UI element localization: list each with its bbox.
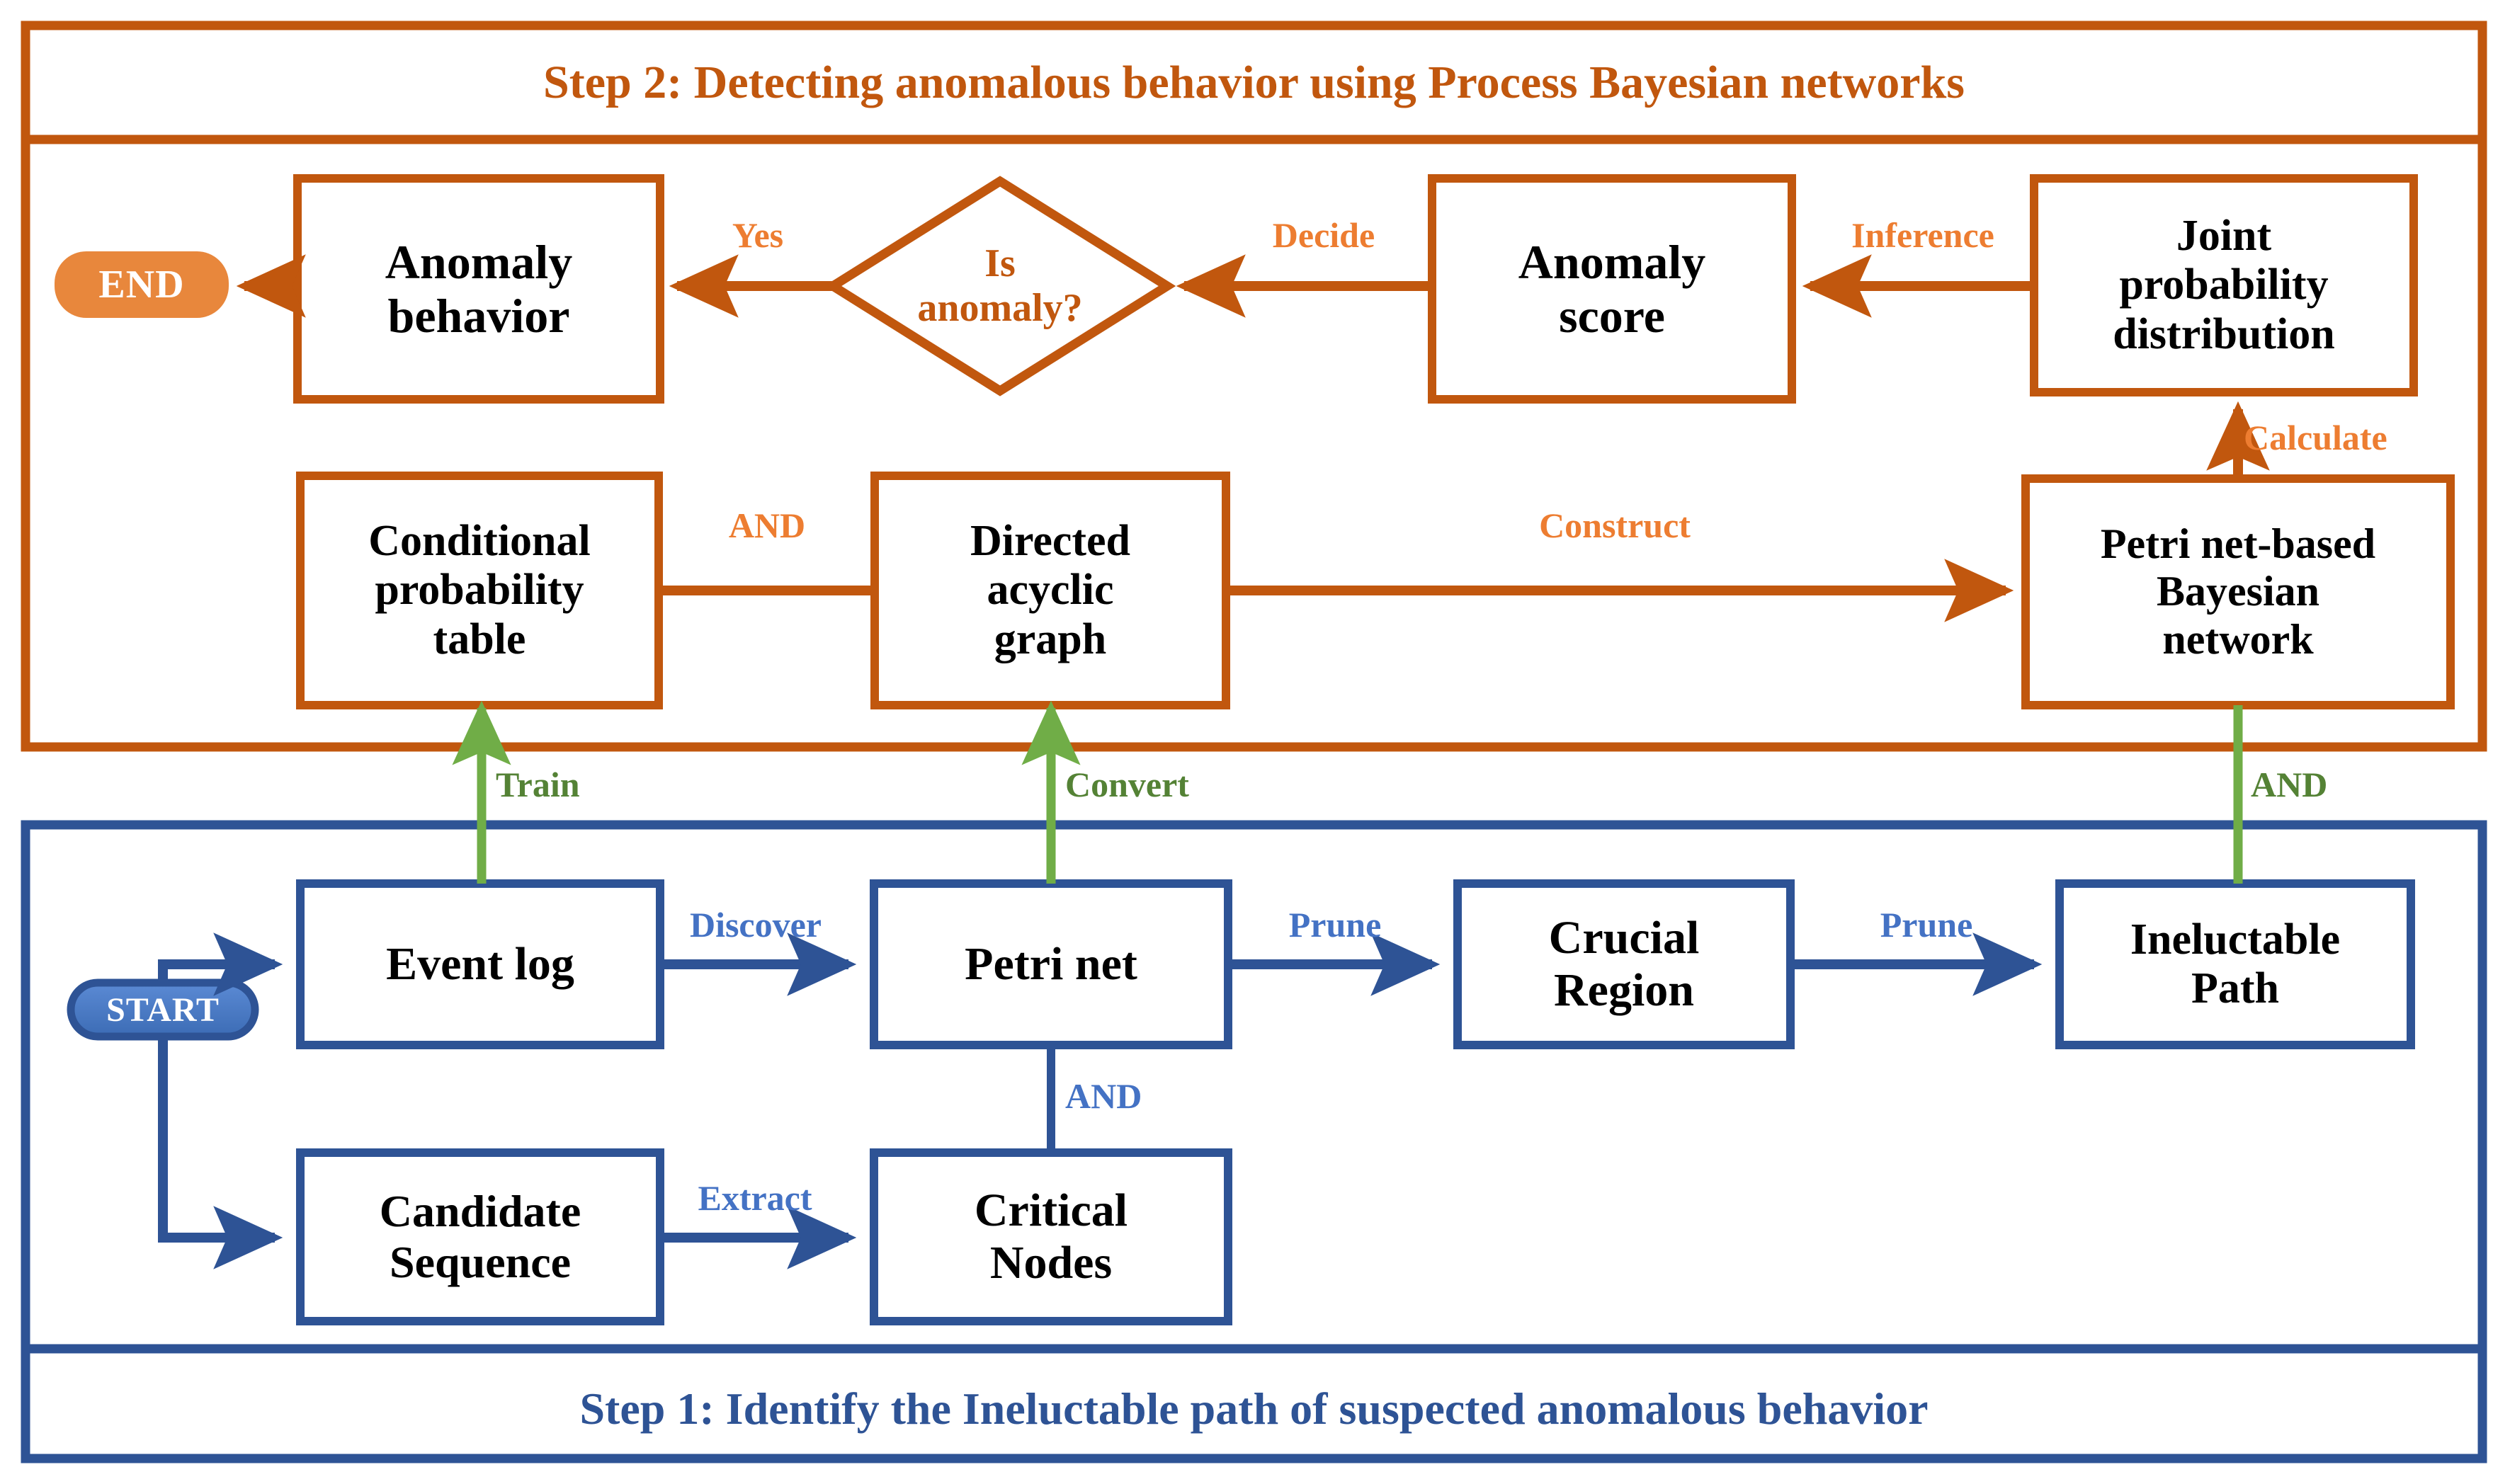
node-is-anomaly-diamond [824, 176, 1176, 396]
edge-label-and-cross: AND [2251, 765, 2328, 804]
node-joint-probability-distribution [2030, 174, 2418, 396]
edge-label-and-cpt-dag: AND [728, 506, 806, 545]
edge-label-construct: Construct [1539, 506, 1691, 545]
node-crucial-region-label: Crucial Region [1548, 912, 1700, 1016]
node-event-log-label: Event log [386, 938, 574, 991]
node-petri-net-bayesian-network-label: Petri net-based Bayesian network [2100, 520, 2376, 663]
step1-title: Step 1: Identify the Ineluctable path of… [579, 1383, 1929, 1434]
node-is-anomaly-label: Is anomaly? [917, 241, 1083, 330]
step1-container [21, 820, 2487, 1463]
node-candidate-sequence-label: Candidate Sequence [379, 1186, 581, 1287]
edge-label-extract: Extract [698, 1178, 812, 1218]
node-conditional-probability-table-label: Conditional probability table [368, 516, 591, 663]
edge-label-and-petrinet: AND [1065, 1076, 1142, 1116]
node-crucial-region [1453, 879, 1795, 1049]
edge-label-discover: Discover [689, 905, 822, 944]
edge-start-split-top [158, 932, 283, 996]
edge-label-inference: Inference [1851, 215, 1994, 255]
edge-start-split-bottom [158, 1037, 283, 1269]
node-ineluctable-path-label: Ineluctable Path [2130, 915, 2341, 1012]
edge-label-calculate: Calculate [2244, 418, 2387, 457]
node-critical-nodes [870, 1148, 1232, 1325]
terminal-start-label: START [106, 991, 220, 1029]
terminal-end-label: END [98, 263, 185, 307]
node-anomaly-score-label: Anomaly score [1518, 234, 1706, 343]
node-critical-nodes-label: Critical Nodes [974, 1185, 1128, 1289]
edge-label-yes: Yes [732, 215, 784, 255]
node-joint-probability-distribution-label: Joint probability distribution [2113, 211, 2335, 358]
node-directed-acyclic-graph-label: Directed acyclic graph [970, 516, 1131, 663]
edge-label-prune-2: Prune [1880, 905, 1973, 944]
terminal-end-shape [55, 251, 229, 318]
node-anomaly-behavior-label: Anomaly behavior [385, 234, 573, 343]
edge-label-convert: Convert [1065, 765, 1189, 804]
node-conditional-probability-table [296, 472, 663, 709]
node-petri-net-bayesian-network [2021, 474, 2455, 709]
edge-label-train: Train [496, 765, 580, 804]
step2-title: Step 2: Detecting anomalous behavior usi… [543, 57, 1965, 108]
step2-container [21, 21, 2487, 752]
edge-label-decide: Decide [1272, 215, 1375, 255]
node-petri-net-label: Petri net [965, 938, 1137, 991]
node-petri-net [870, 879, 1232, 1049]
edge-label-prune-1: Prune [1288, 905, 1382, 944]
